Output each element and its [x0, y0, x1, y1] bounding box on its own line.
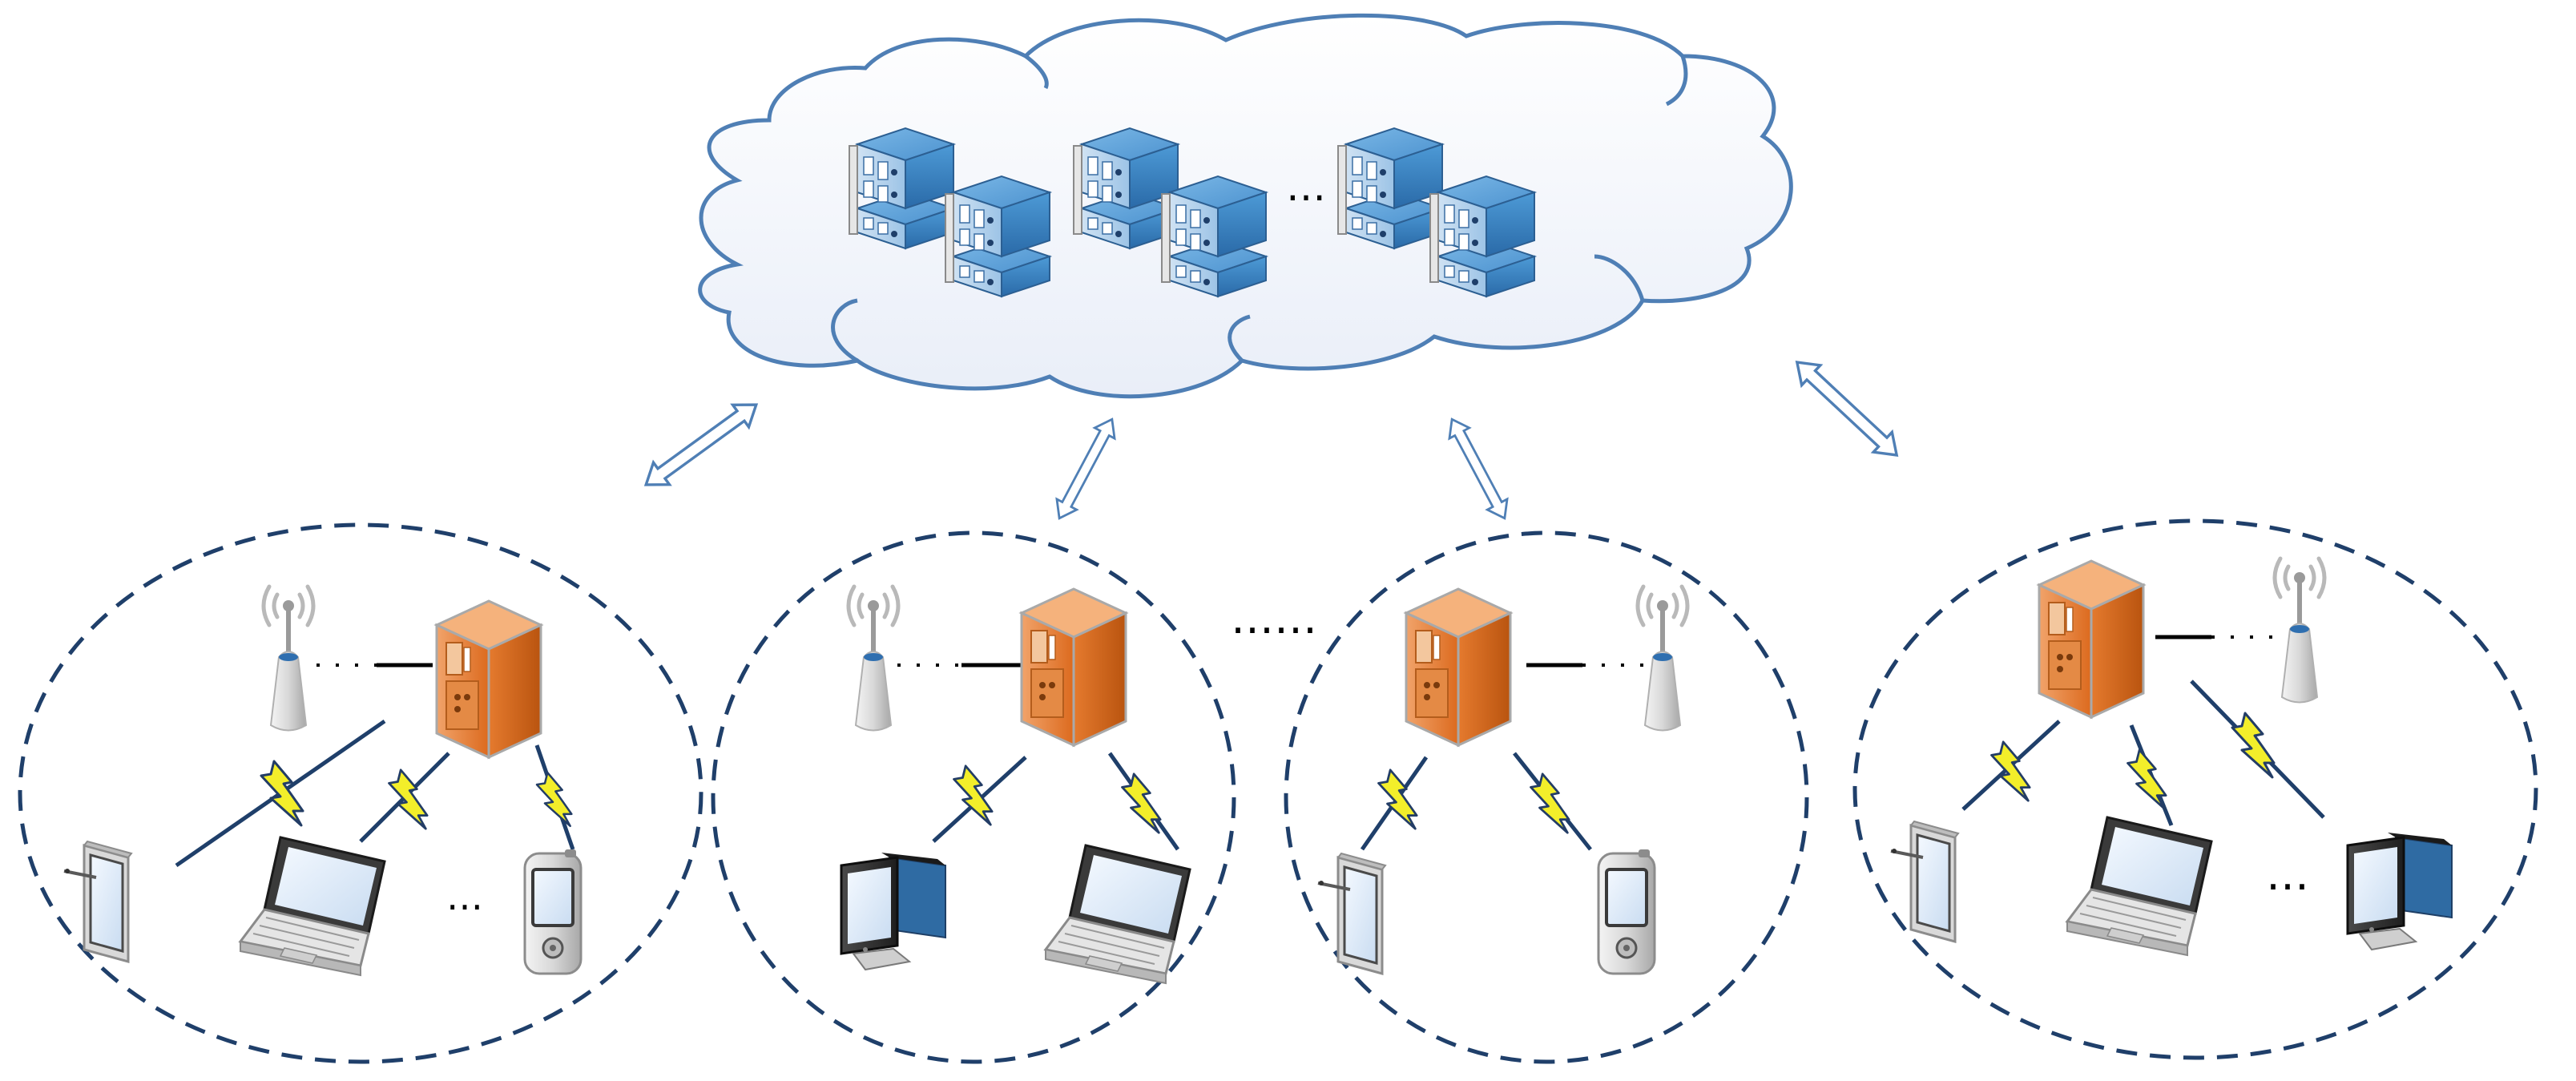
lightning-icon [2231, 712, 2276, 779]
cluster-3 [1284, 530, 1809, 1064]
lightning-icon [260, 760, 304, 827]
lightning-icon [1990, 740, 2031, 802]
cluster-1: … [18, 522, 703, 1064]
edge-server-icon [1405, 587, 1512, 747]
cluster-1-ellipsis: … [446, 875, 483, 918]
server-rack-icon [1429, 175, 1535, 297]
laptop-icon [2066, 816, 2213, 957]
double-arrow-icon [1441, 413, 1516, 525]
cloud-ellipsis: … [1286, 163, 1326, 210]
double-arrow-icon [1048, 413, 1123, 525]
antenna-icon [2275, 559, 2324, 703]
lightning-icon [2127, 748, 2167, 810]
server-rack-icon [849, 127, 954, 249]
connection-arrows [636, 350, 1908, 525]
double-arrow-icon [636, 392, 766, 498]
tablet-icon [62, 840, 133, 963]
server-rack-icon [1337, 127, 1443, 249]
server-rack-icon [1161, 175, 1267, 297]
monitor-icon [840, 851, 947, 971]
server-rack-icon [945, 175, 1050, 297]
antenna-icon [849, 587, 898, 731]
antenna-icon [264, 587, 313, 731]
lightning-icon [1121, 772, 1162, 834]
cluster-2 [711, 530, 1236, 1064]
cluster-4: … [1852, 518, 2538, 1060]
edge-server-icon [2038, 559, 2145, 719]
lightning-icon [535, 771, 573, 828]
monitor-icon [2346, 831, 2453, 951]
edge-server-icon [1020, 587, 1127, 747]
pda-icon [1597, 848, 1656, 975]
cluster-4-ellipsis: … [2266, 849, 2309, 900]
laptop-icon [239, 836, 386, 977]
double-arrow-icon [1786, 350, 1908, 467]
antenna-icon [1638, 587, 1687, 731]
cluster-separator: …… [1231, 593, 1317, 643]
edge-server-icon [435, 599, 542, 759]
tablet-icon [1316, 852, 1387, 975]
pda-icon [523, 848, 583, 975]
laptop-icon [1044, 844, 1191, 985]
